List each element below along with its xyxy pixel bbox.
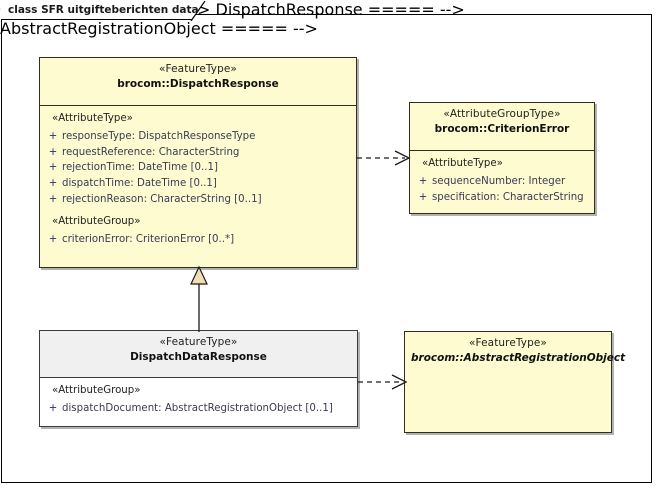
class-stereotype: «FeatureType» xyxy=(159,63,237,75)
class-name: brocom::AbstractRegistrationObject xyxy=(411,351,626,364)
attribute-label: responseType: DispatchResponseType xyxy=(62,130,256,142)
attribute-row[interactable]: + criterionError: CriterionError [0..*] xyxy=(44,232,352,248)
attribute-label: requestReference: CharacterString xyxy=(62,146,240,158)
attribute-label: criterionError: CriterionError [0..*] xyxy=(62,233,235,245)
class-body-dispatch-response: «AttributeType» + responseType: Dispatch… xyxy=(40,106,356,252)
diagram-frame xyxy=(1,14,652,483)
visibility-marker: + xyxy=(48,146,58,158)
visibility-marker: + xyxy=(48,402,58,414)
class-box-abstract-registration-object[interactable]: «FeatureType» brocom::AbstractRegistrati… xyxy=(404,331,626,433)
attribute-label: specification: CharacterString xyxy=(432,191,584,203)
attribute-row[interactable]: + specification: CharacterString xyxy=(414,190,590,206)
attribute-row[interactable]: + rejectionReason: CharacterString [0..1… xyxy=(44,192,352,208)
class-name: DispatchDataResponse xyxy=(130,350,267,363)
compartment-stereotype-attributegroup: «AttributeGroup» xyxy=(52,385,141,396)
class-stereotype: «FeatureType» xyxy=(469,337,547,349)
class-box-dispatch-data-response[interactable]: «FeatureType» DispatchDataResponse «Attr… xyxy=(39,330,358,427)
class-header-criterion-error: «AttributeGroupType» brocom::CriterionEr… xyxy=(410,103,594,150)
compartment-divider xyxy=(40,105,356,106)
class-body-dispatch-data-response: «AttributeGroup» + dispatchDocument: Abs… xyxy=(40,378,357,422)
visibility-marker: + xyxy=(48,130,58,142)
attribute-label: sequenceNumber: Integer xyxy=(432,175,566,187)
class-stereotype: «AttributeGroupType» xyxy=(443,108,561,120)
diagram-title: class SFR uitgifteberichten data xyxy=(8,4,199,16)
attribute-row[interactable]: + rejectionTime: DateTime [0..1] xyxy=(44,160,352,176)
attribute-row[interactable]: + requestReference: CharacterString xyxy=(44,145,352,161)
attribute-label: dispatchDocument: AbstractRegistrationOb… xyxy=(62,402,333,414)
diagram-title-tab-diagonal xyxy=(190,1,206,21)
diagram-title-tab: class SFR uitgifteberichten data xyxy=(1,1,205,20)
attribute-row[interactable]: + sequenceNumber: Integer xyxy=(414,174,590,190)
class-header-dispatch-data-response: «FeatureType» DispatchDataResponse xyxy=(40,331,357,377)
compartment-stereotype-attributetype: «AttributeType» xyxy=(52,113,133,124)
class-body-criterion-error: «AttributeType» + sequenceNumber: Intege… xyxy=(410,151,594,210)
visibility-marker: + xyxy=(48,194,58,206)
attribute-label: dispatchTime: DateTime [0..1] xyxy=(62,178,217,190)
attribute-label: rejectionTime: DateTime [0..1] xyxy=(62,162,218,174)
visibility-marker: + xyxy=(48,178,58,190)
attribute-row[interactable]: + dispatchDocument: AbstractRegistration… xyxy=(44,401,353,417)
compartment-stereotype-attributetype: «AttributeType» xyxy=(422,158,503,169)
visibility-marker: + xyxy=(48,233,58,245)
class-name: brocom::DispatchResponse xyxy=(117,77,279,90)
attribute-label: rejectionReason: CharacterString [0..1] xyxy=(62,194,262,206)
attribute-row[interactable]: + responseType: DispatchResponseType xyxy=(44,129,352,145)
visibility-marker: + xyxy=(48,162,58,174)
compartment-stereotype-attributegroup: «AttributeGroup» xyxy=(52,215,141,227)
class-header-abstract-registration-object: «FeatureType» brocom::AbstractRegistrati… xyxy=(405,332,626,379)
class-name: brocom::CriterionError xyxy=(434,122,570,135)
class-box-criterion-error[interactable]: «AttributeGroupType» brocom::CriterionEr… xyxy=(409,102,595,214)
class-stereotype: «FeatureType» xyxy=(159,336,238,348)
compartment-divider xyxy=(40,377,357,378)
class-box-dispatch-response[interactable]: «FeatureType» brocom::DispatchResponse «… xyxy=(39,57,357,268)
visibility-marker: + xyxy=(418,191,428,203)
compartment-divider xyxy=(410,150,594,151)
class-header-dispatch-response: «FeatureType» brocom::DispatchResponse xyxy=(40,58,356,105)
attribute-row[interactable]: + dispatchTime: DateTime [0..1] xyxy=(44,176,352,192)
visibility-marker: + xyxy=(418,175,428,187)
